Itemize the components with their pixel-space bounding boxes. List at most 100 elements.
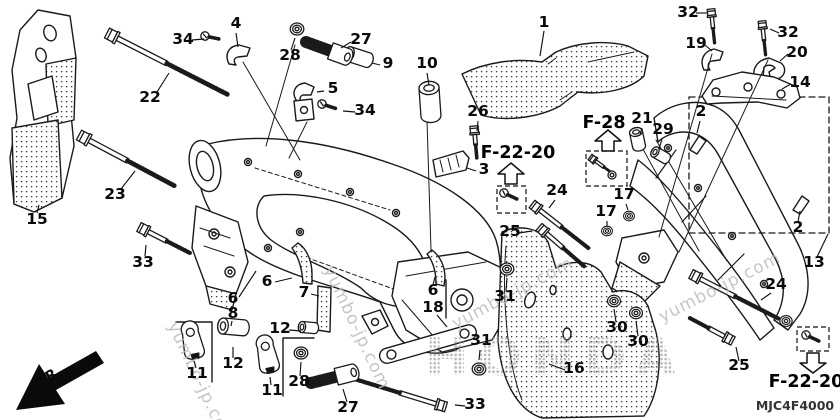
part-label-33: 33 xyxy=(464,395,486,413)
part-label-27: 27 xyxy=(337,398,359,416)
bolt-threads xyxy=(164,61,230,97)
leader-line xyxy=(639,127,643,135)
part-label-2: 2 xyxy=(793,218,804,236)
collar-icon xyxy=(297,320,320,335)
screw-icon xyxy=(317,99,339,111)
part-label-13: 13 xyxy=(803,253,825,271)
leader-line xyxy=(193,360,197,369)
side-cover-16 xyxy=(497,227,660,419)
part-label-4: 4 xyxy=(231,14,242,32)
collar-icon xyxy=(650,146,672,165)
leader-line xyxy=(658,138,663,150)
collar-icon xyxy=(217,317,250,337)
screw-icon xyxy=(499,188,520,202)
nut-hole xyxy=(294,26,300,32)
part-label-15: 15 xyxy=(26,210,48,228)
collar-icon xyxy=(418,80,442,124)
collar-hole xyxy=(219,321,227,331)
part-label-8: 8 xyxy=(228,304,239,322)
leader-line xyxy=(769,28,780,34)
screw-icon xyxy=(200,31,222,41)
bolt-head-line xyxy=(78,130,85,142)
leader-line xyxy=(426,72,430,86)
front-direction-arrow-icon xyxy=(16,351,104,410)
damper-hole xyxy=(343,52,351,62)
bolt-shaft xyxy=(115,35,169,67)
bolt-icon xyxy=(688,268,781,321)
bracket-5 xyxy=(293,82,315,122)
part-label-25: 25 xyxy=(499,222,521,240)
washer-icon xyxy=(607,170,617,180)
mount-tip xyxy=(265,366,275,374)
collar-hole xyxy=(632,129,640,135)
part-label-26: 26 xyxy=(467,102,489,120)
rubber-strip-6-right xyxy=(426,249,446,287)
leader-line xyxy=(466,167,477,172)
rubber-strip-7 xyxy=(316,285,332,333)
bolt-head-line xyxy=(537,224,545,233)
part-label-7: 7 xyxy=(299,283,310,301)
part-label-33: 33 xyxy=(132,253,154,271)
leader-line xyxy=(144,244,147,257)
flange-nut-icon xyxy=(289,22,305,36)
nut-hole xyxy=(604,229,610,233)
leader-line xyxy=(797,210,801,223)
leader-line xyxy=(432,276,436,286)
mount-tip xyxy=(190,352,200,360)
flange-nut-icon xyxy=(606,294,622,308)
ref-dashed-box xyxy=(585,150,628,187)
leader-line xyxy=(156,72,170,93)
screw-slot xyxy=(202,33,208,39)
screw-threads xyxy=(324,103,339,111)
part-label-28: 28 xyxy=(279,46,301,64)
bolt-threads xyxy=(125,158,177,189)
bolt-threads xyxy=(473,143,479,160)
bolt-icon xyxy=(75,129,177,189)
part-label-32: 32 xyxy=(777,23,799,41)
bolt-head-line xyxy=(690,270,697,281)
leader-line xyxy=(696,120,701,134)
leader-line xyxy=(478,349,481,361)
leader-line xyxy=(548,363,566,371)
bolt-icon xyxy=(535,222,587,269)
ref-code-label: F-22-20 xyxy=(769,372,840,392)
leader-line xyxy=(342,388,348,403)
leader-line xyxy=(505,277,508,292)
nut-hole xyxy=(626,214,632,218)
screw-slot xyxy=(502,190,506,196)
part-label-12: 12 xyxy=(269,319,291,337)
part-label-24: 24 xyxy=(765,275,787,293)
washer-hole xyxy=(609,172,615,178)
nut-hole xyxy=(504,266,510,272)
bolt-icon xyxy=(706,7,717,45)
ref-arrow-icon xyxy=(594,129,622,152)
bolt-icon xyxy=(136,221,192,256)
screw-icon xyxy=(801,330,822,344)
bolt-shaft xyxy=(760,28,767,42)
leader-line xyxy=(779,53,789,62)
damper-coil xyxy=(305,370,343,389)
rubber-strip-6-left xyxy=(291,242,313,285)
bolt-icon xyxy=(757,19,768,57)
bolt-shaft xyxy=(398,390,438,407)
flange-nut-icon xyxy=(623,210,635,222)
leader-line xyxy=(269,376,272,386)
part-label-12: 12 xyxy=(222,354,244,372)
part-label-34: 34 xyxy=(354,101,376,119)
bracket-4 xyxy=(226,44,251,66)
leader-line xyxy=(476,120,479,132)
leader-line xyxy=(120,170,136,190)
leader-line xyxy=(518,230,533,234)
ref-code-group: F-28 xyxy=(582,113,628,187)
bolt-head-line xyxy=(588,154,595,162)
part-label-19: 19 xyxy=(685,34,707,52)
ref-code-group: F-22-20 xyxy=(769,326,840,392)
nut-hole xyxy=(633,310,639,316)
part-label-6: 6 xyxy=(228,289,239,307)
leader-line xyxy=(316,90,325,93)
leader-line xyxy=(613,308,617,323)
leader-line xyxy=(288,329,302,332)
screw-threads xyxy=(506,192,520,202)
part-label-14: 14 xyxy=(789,73,811,91)
